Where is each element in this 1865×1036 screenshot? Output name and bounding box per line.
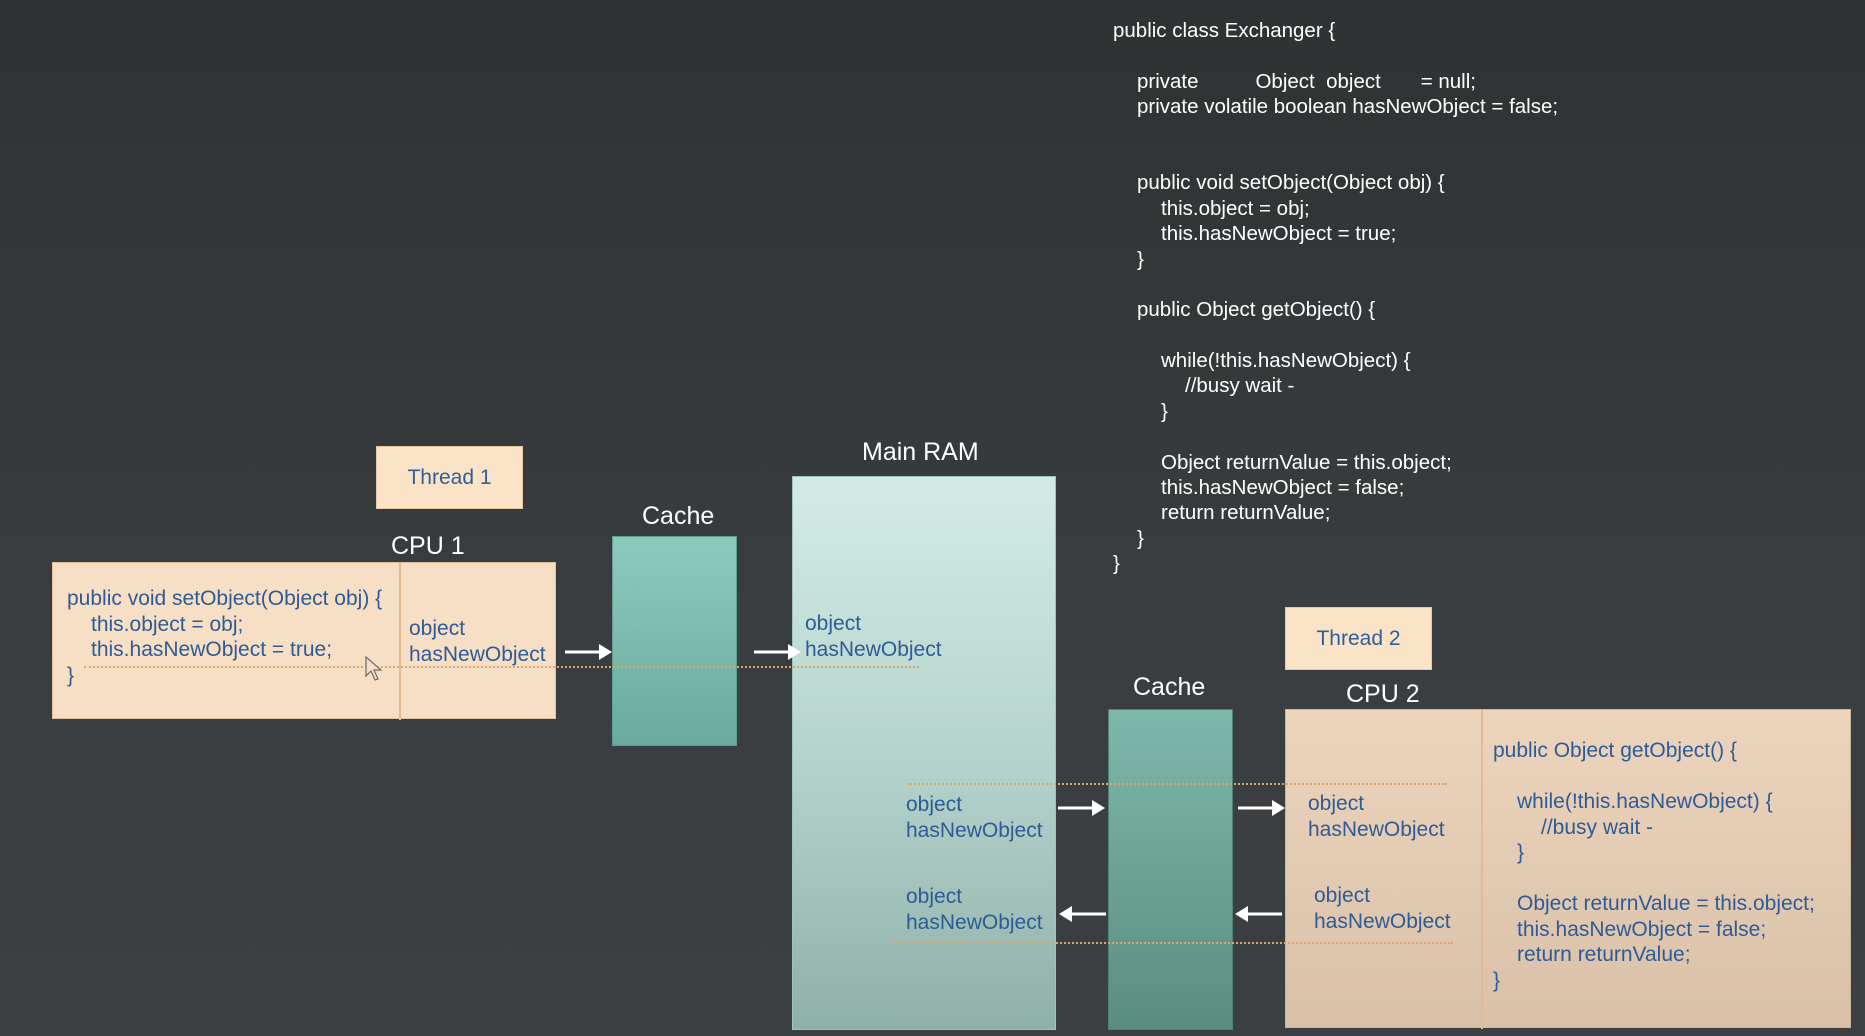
exchanger-code-line: public class Exchanger { [1113,19,1336,42]
thread-2-label: Thread 2 [1285,607,1432,670]
cpu-2-code-line [1493,866,1815,892]
cpu-2-code-line: return returnValue; [1517,943,1691,966]
cpu-1-code: public void setObject(Object obj) {this.… [67,586,382,688]
ram-var-mid-item: object [906,793,963,816]
cpu-1-var-item: object [409,617,466,640]
exchanger-code-line: Object returnValue = this.object; [1161,450,1452,474]
cpu-2-var-top-item: object [1308,792,1365,815]
exchanger-code-line [1113,424,1558,449]
cpu-2-var-bottom-item: hasNewObject [1314,909,1451,933]
exchanger-code-line: private volatile boolean hasNewObject = … [1137,95,1559,119]
dotted-line-lower-cpu2 [893,942,1453,944]
arrow-ram-to-cache2 [1058,798,1106,818]
exchanger-code-listing: public class Exchanger { private Object o… [1113,18,1558,577]
cpu-2-code-line: } [1493,968,1501,992]
arrow-cache2-to-cpu2 [1238,798,1286,818]
cpu-2-code-line: //busy wait - [1541,815,1654,839]
arrow-cpu2-to-cache2 [1234,904,1282,924]
cpu-2-code-line [1493,764,1815,790]
exchanger-code-line [1113,272,1558,297]
exchanger-code-line [1113,43,1558,68]
thread-1-label: Thread 1 [376,446,523,509]
cpu-1-code-line: public void setObject(Object obj) { [67,587,383,610]
cpu-1-label: CPU 1 [391,532,465,560]
cpu-2-code-line: public Object getObject() { [1493,739,1737,762]
exchanger-code-line: } [1113,552,1120,576]
cpu-1-box: public void setObject(Object obj) {this.… [52,562,556,720]
cpu-2-code-line: while(!this.hasNewObject) { [1517,790,1773,813]
exchanger-code-line: private Object object = null; [1137,69,1476,93]
cpu-2-divider [1481,710,1483,1029]
exchanger-code-line: this.hasNewObject = false; [1161,476,1405,500]
cpu-2-code-line: this.hasNewObject = false; [1517,917,1767,941]
cpu-1-code-line: this.object = obj; [91,612,244,636]
main-ram-label: Main RAM [862,438,979,466]
exchanger-code-line: public void setObject(Object obj) { [1137,171,1445,195]
ram-var-bottom-item: hasNewObject [906,910,1043,934]
exchanger-code-line: public Object getObject() { [1137,298,1376,322]
exchanger-code-line: while(!this.hasNewObject) { [1161,349,1411,373]
exchanger-code-line: } [1137,526,1144,550]
cache-2-box [1108,709,1233,1030]
cpu-2-code: public Object getObject() { while(!this.h… [1493,738,1815,993]
cache-1-label: Cache [642,502,715,530]
cpu-1-var-item: hasNewObject [409,642,546,666]
ram-var-top-item: hasNewObject [805,637,942,661]
arrow-cache1-to-ram [754,642,802,662]
cpu-1-divider [399,563,401,720]
arrow-cache2-to-ram [1058,904,1106,924]
exchanger-code-line: //busy wait - [1185,374,1295,398]
exchanger-code-line [1113,323,1558,348]
cpu-2-code-line: Object returnValue = this.object; [1517,892,1815,915]
cpu-2-label: CPU 2 [1346,680,1420,708]
cpu-1-code-line: } [67,663,75,687]
cpu-1-code-line: this.hasNewObject = true; [91,638,333,661]
dotted-line-cpu1 [84,666,919,668]
exchanger-code-line: } [1161,399,1168,423]
cache-2-label: Cache [1133,673,1206,701]
exchanger-code-line [1113,145,1558,170]
ram-var-bottom-item: object [906,885,963,908]
main-ram-box [792,476,1056,1030]
arrow-cpu1-to-cache1 [565,642,613,662]
cache-1-box [612,536,737,746]
cpu-2-var-top-item: hasNewObject [1308,817,1445,841]
ram-var-top-item: object [805,612,862,635]
exchanger-code-line: this.hasNewObject = true; [1161,222,1397,246]
mouse-cursor-icon [365,655,383,687]
cpu-2-var-bottom-item: object [1314,884,1371,907]
cpu-2-code-line: } [1517,841,1525,864]
ram-var-mid-item: hasNewObject [906,818,1043,842]
exchanger-code-line [1113,120,1558,145]
exchanger-code-line: } [1137,247,1144,271]
dotted-line-upper-cpu2 [907,783,1447,785]
exchanger-code-line: this.object = obj; [1161,196,1310,220]
exchanger-code-line: return returnValue; [1161,501,1331,525]
